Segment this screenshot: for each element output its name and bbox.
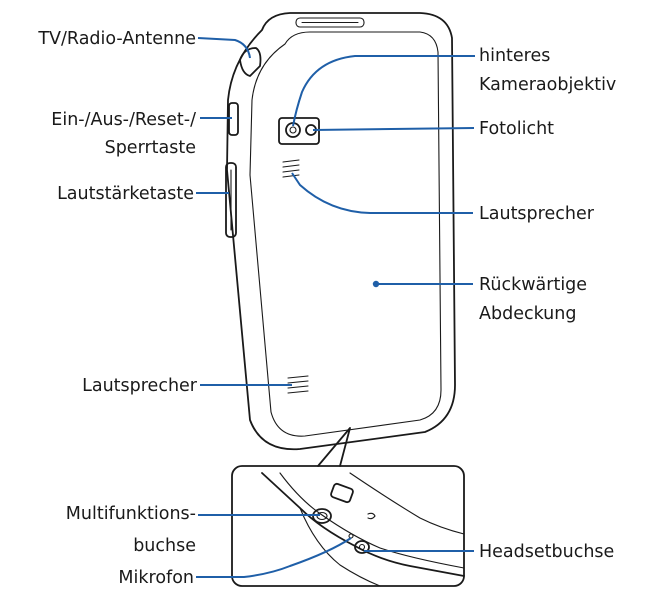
label-speaker-top: Lautsprecher — [479, 204, 595, 224]
label-back-cover-line2: Abdeckung — [479, 304, 576, 324]
callout-antenna — [197, 37, 251, 59]
phone-shell — [226, 12, 456, 451]
label-tv-radio-antenna: TV/Radio-Antenne — [37, 29, 196, 49]
callout-rear-camera — [292, 55, 475, 127]
label-power-key-line2: Sperrtaste — [105, 138, 196, 158]
label-flash: Fotolicht — [479, 119, 554, 139]
volume-key[interactable] — [225, 162, 237, 238]
camera-module — [278, 117, 320, 145]
callout-lines — [196, 37, 475, 578]
label-multifunction-jack-line2: buchse — [133, 536, 196, 556]
label-power-key-line1: Ein-/Aus-/Reset-/ — [51, 110, 196, 130]
top-edge-grille — [295, 17, 365, 28]
label-microphone: Mikrofon — [118, 568, 194, 588]
lanyard-slot — [330, 482, 354, 504]
label-rear-camera-line1: hinteres — [479, 46, 550, 66]
callout-flash — [312, 127, 475, 131]
microphone-hole — [348, 533, 354, 539]
speaker-grille-bottom — [287, 375, 309, 394]
label-volume-key: Lautstärketaste — [57, 184, 194, 204]
phone-illustration — [225, 12, 456, 451]
antenna-tip — [239, 47, 262, 77]
label-speaker-bottom: Lautsprecher — [82, 376, 198, 396]
callout-microphone — [196, 537, 352, 578]
label-headset-jack: Headsetbuchse — [479, 542, 614, 562]
inset-frame — [231, 465, 465, 587]
inset-pointer — [317, 427, 351, 467]
label-back-cover-line1: Rückwärtige — [479, 275, 587, 295]
headset-jack — [354, 540, 370, 554]
bottom-edge-inset — [231, 427, 465, 587]
back-cover-outline — [249, 31, 442, 437]
speaker-grille-top — [282, 159, 300, 178]
callout-speaker-top — [291, 172, 473, 214]
label-rear-camera-line2: Kameraobjektiv — [479, 75, 616, 95]
label-multifunction-jack-line1: Multifunktions- — [66, 504, 196, 524]
